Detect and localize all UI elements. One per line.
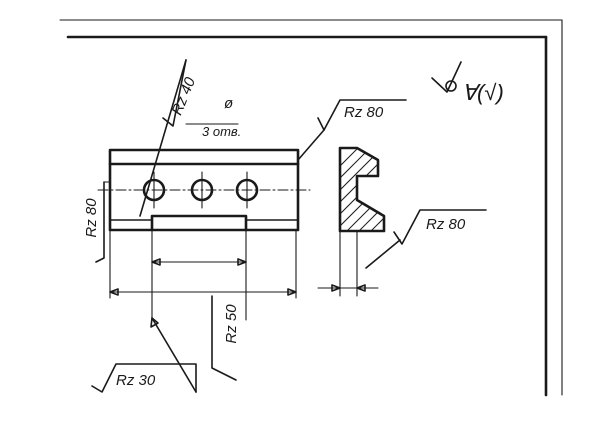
- roughness-section: Rz 80: [365, 209, 487, 269]
- roughness-left-edge: Rz 80: [83, 181, 111, 263]
- corner-roughness-symbol: ∀(√): [431, 61, 504, 105]
- rz-bottom-left-label: Rz 30: [116, 372, 156, 389]
- rz-top-right-label: Rz 80: [344, 104, 384, 121]
- holes-note: 3 отв.: [202, 124, 241, 139]
- dimension-lines: [109, 229, 297, 321]
- mounting-hole: [235, 171, 259, 209]
- hole-callout: Rz 40 ø 3 отв.: [139, 59, 241, 217]
- mounting-hole: [190, 171, 214, 209]
- sheet-frame: [59, 19, 563, 397]
- part-front-view: [97, 148, 311, 232]
- mounting-hole: [142, 171, 166, 209]
- roughness-top-right: Rz 80: [297, 99, 407, 161]
- roughness-bottom-left: Rz 30: [91, 317, 197, 393]
- diameter-symbol: ø: [224, 95, 233, 112]
- rz-section-label: Rz 80: [426, 216, 466, 233]
- roughness-bottom-center: Rz 50: [211, 295, 240, 381]
- rz-bottom-center-label: Rz 50: [223, 304, 240, 344]
- corner-symbol-text: ∀(√): [462, 80, 504, 105]
- rz-left-edge-label: Rz 80: [83, 198, 100, 238]
- part-section-view: [317, 146, 386, 297]
- rz-leader-label: Rz 40: [169, 74, 200, 117]
